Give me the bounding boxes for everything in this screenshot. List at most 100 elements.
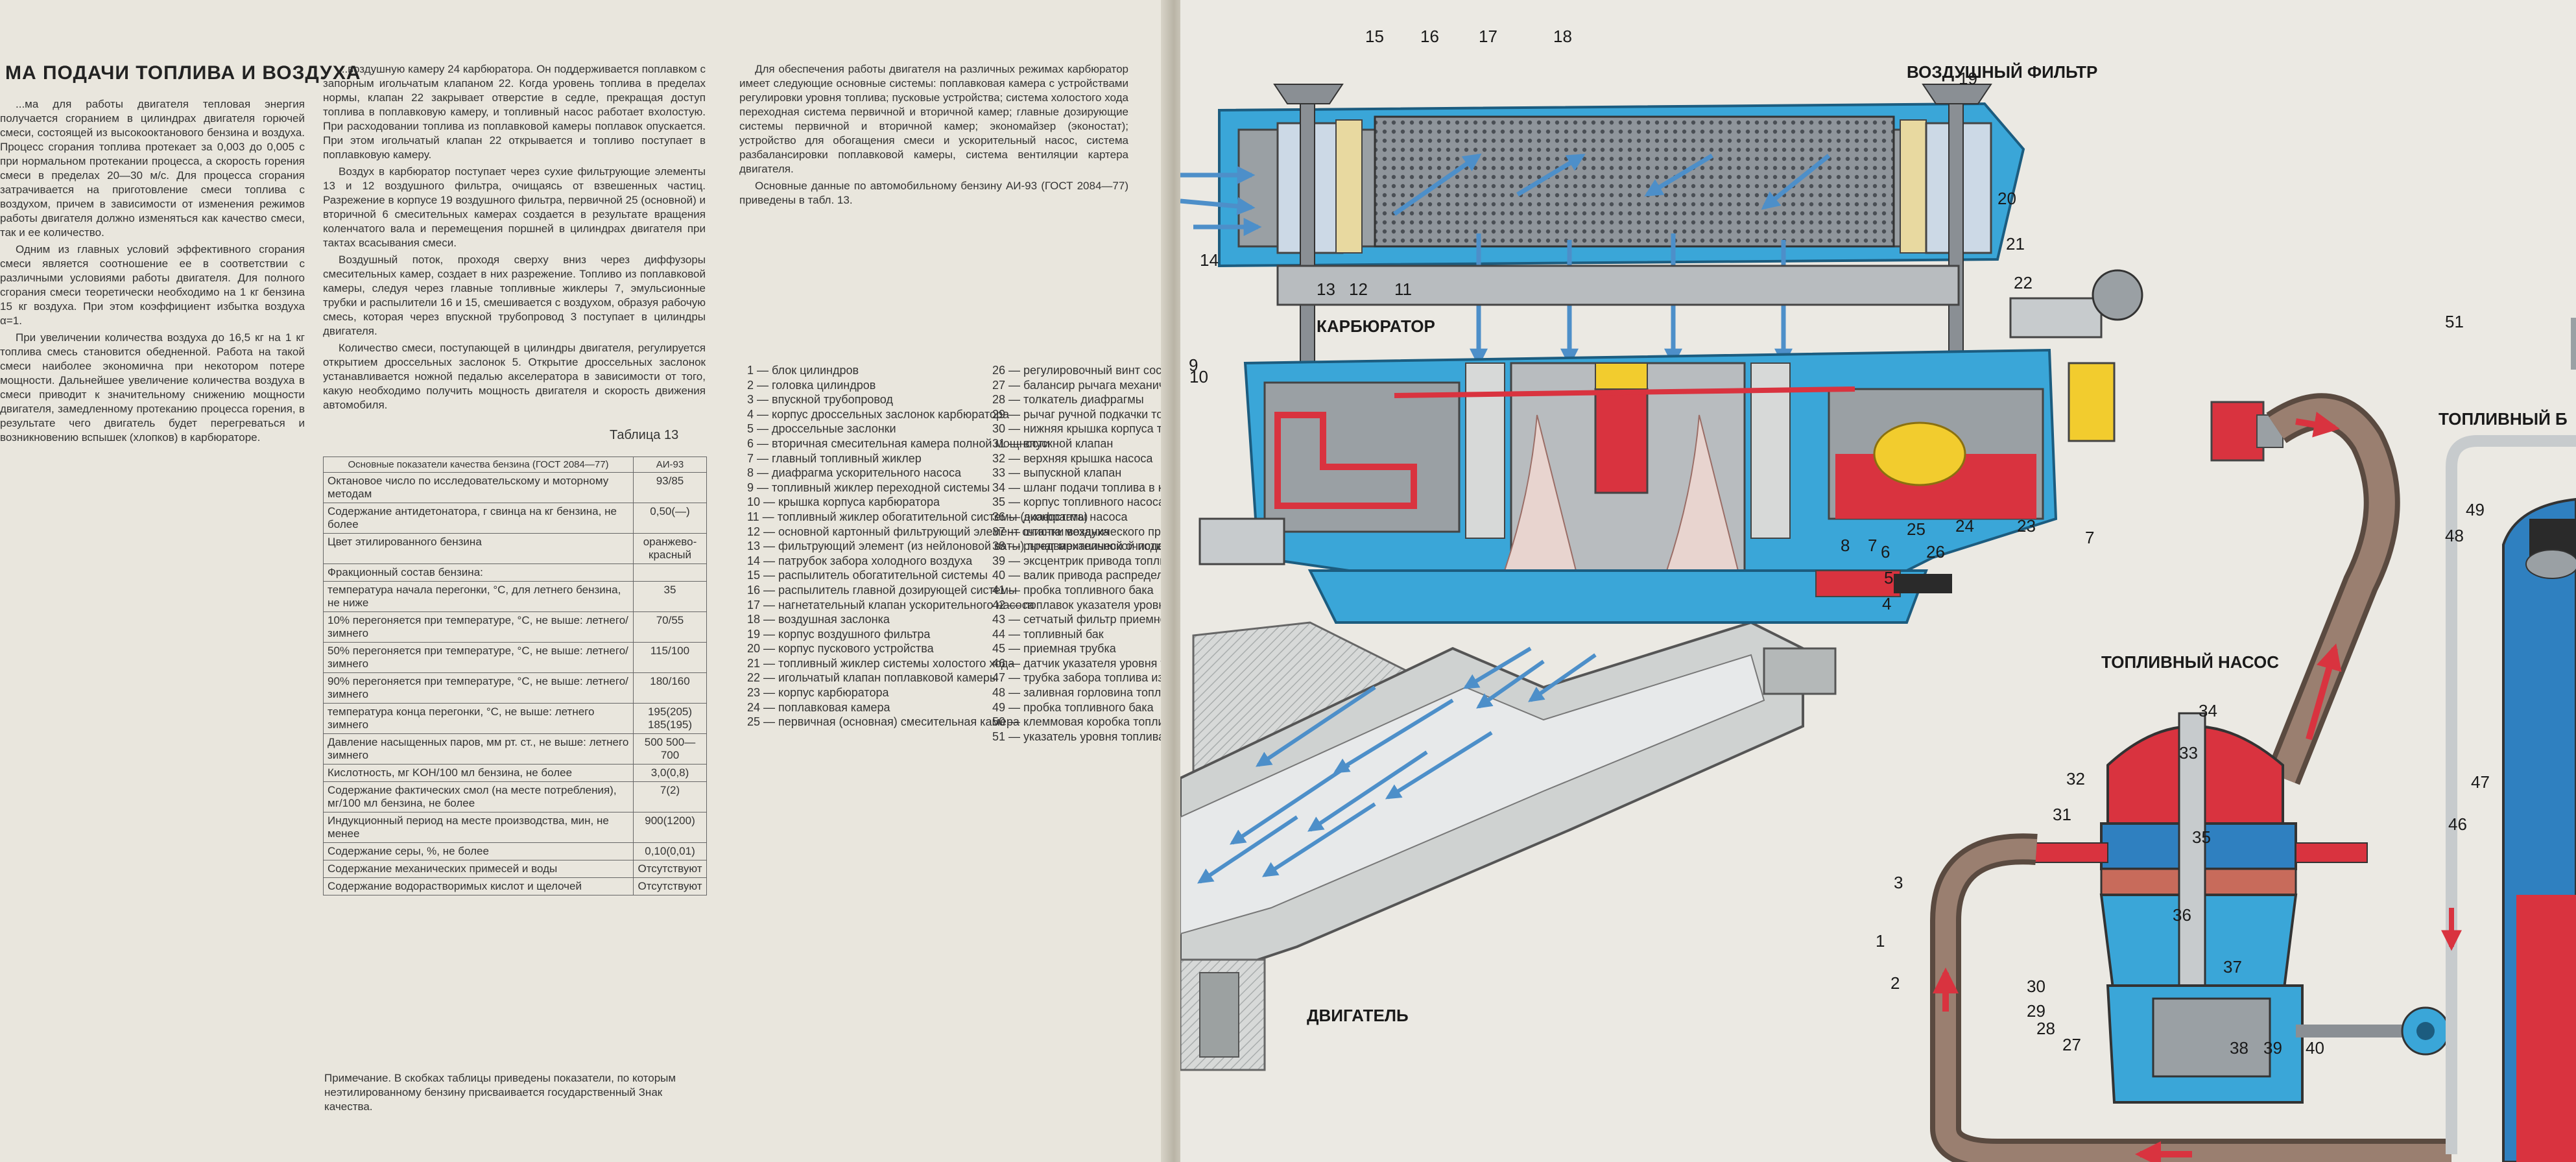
callout-16: 16 bbox=[1420, 27, 1439, 46]
legend-item: 28 — толкатель диафрагмы bbox=[992, 393, 1144, 407]
callout-48: 48 bbox=[2445, 526, 2464, 545]
table-cell-parameter: Цвет этилированного бензина bbox=[323, 533, 634, 564]
callout-9: 9 bbox=[1189, 355, 1198, 375]
legend-column-2: 26 — регулировочный винт состава смеси п… bbox=[992, 363, 1167, 744]
callout-51: 51 bbox=[2445, 312, 2464, 331]
paragraph: При увеличении количества воздуха до 16,… bbox=[0, 331, 305, 444]
legend-item: 36 — диафрагмы насоса bbox=[992, 510, 1128, 523]
text-column-2: ...воздушную камеру 24 карбюратора. Он п… bbox=[323, 62, 706, 415]
callout-4: 4 bbox=[1882, 594, 1891, 613]
table-cell-value: 70/55 bbox=[633, 611, 707, 643]
legend-item: 42 — поплавок указателя уровня топлива bbox=[992, 598, 1167, 611]
air-filter-housing bbox=[1218, 84, 2025, 383]
paragraph: Количество смеси, поступающей в цилиндры… bbox=[323, 342, 706, 411]
callout-34: 34 bbox=[2199, 701, 2217, 720]
legend-item: 48 — заливная горловина топливного бака bbox=[992, 686, 1167, 700]
paragraph: Для обеспечения работы двигателя на разл… bbox=[739, 63, 1128, 175]
legend-item: 45 — приемная трубка bbox=[992, 642, 1116, 656]
callout-20: 20 bbox=[1998, 189, 2016, 208]
table-cell-parameter: Содержание фактических смол (на месте по… bbox=[323, 781, 634, 812]
legend-item: 32 — верхняя крышка насоса bbox=[992, 451, 1153, 465]
callout-18: 18 bbox=[1553, 27, 1572, 46]
legend-item: 29 — рычаг ручной подкачки топлива bbox=[992, 407, 1167, 421]
table-row: Фракционный состав бензина: bbox=[323, 563, 707, 582]
callout-47: 47 bbox=[2471, 772, 2490, 792]
callout-27: 27 bbox=[2062, 1035, 2081, 1054]
legend-item: 11 — топливный жиклер обогатительной сис… bbox=[747, 510, 1088, 523]
fuel-hose-34 bbox=[2266, 393, 2400, 785]
legend-item: 31 — впускной клапан bbox=[992, 436, 1114, 450]
paragraph: Воздушный поток, проходя сверху вниз чер… bbox=[323, 254, 706, 337]
table-cell-parameter: Октановое число по исследовательскому и … bbox=[323, 472, 634, 503]
table-cell-parameter: Фракционный состав бензина: bbox=[323, 563, 634, 582]
legend-item: 46 — датчик указателя уровня топлива bbox=[992, 656, 1167, 670]
page-heading: МА ПОДАЧИ ТОПЛИВА И ВОЗДУХА bbox=[5, 62, 361, 84]
engine-block bbox=[1180, 621, 1837, 1071]
fuel-line-from-tank bbox=[1930, 435, 2576, 1162]
table-cell-value: Отсутствуют bbox=[633, 877, 707, 895]
table-row: Кислотность, мг KOH/100 мл бензина, не б… bbox=[323, 764, 707, 782]
table-cell-value: 3,0(0,8) bbox=[633, 764, 707, 782]
legend-item: 3 — впускной трубопровод bbox=[747, 393, 893, 407]
table-cell-value: 900(1200) bbox=[633, 812, 707, 843]
callout-29: 29 bbox=[2027, 1001, 2045, 1021]
callout-38: 38 bbox=[2230, 1038, 2248, 1058]
table-cell-parameter: Индукционный период на месте производств… bbox=[323, 812, 634, 843]
table-cell-value: 0,10(0,01) bbox=[633, 842, 707, 860]
starting-device bbox=[2009, 269, 2284, 462]
table-cell-parameter: Давление насыщенных паров, мм рт. ст., н… bbox=[323, 733, 634, 765]
callout-1: 1 bbox=[1876, 931, 1885, 951]
table-cell-value: 93/85 bbox=[633, 472, 707, 503]
legend-item: 5 — дроссельные заслонки bbox=[747, 422, 896, 436]
legend-item: 40 — валик привода распределителя-распре… bbox=[992, 569, 1167, 582]
callout-19: 19 bbox=[1959, 69, 1977, 88]
table-cell-parameter: 50% перегоняется при температуре, °С, не… bbox=[323, 642, 634, 673]
legend-item: 30 — нижняя крышка корпуса топливного на… bbox=[992, 422, 1167, 436]
table-cell-value: 35 bbox=[633, 581, 707, 612]
table-cell-value: 180/160 bbox=[633, 672, 707, 704]
legend-item: 18 — воздушная заслонка bbox=[747, 613, 890, 626]
callout-3: 3 bbox=[1894, 873, 1903, 892]
callout-36: 36 bbox=[2173, 905, 2191, 925]
callout-7: 7 bbox=[2085, 528, 2094, 547]
table-cell-parameter: Содержание водорастворимых кислот и щело… bbox=[323, 877, 634, 895]
table-row: 90% перегоняется при температуре, °С, не… bbox=[323, 672, 707, 704]
table-cell-value: 115/100 bbox=[633, 642, 707, 673]
legend-item: 1 — блок цилиндров bbox=[747, 364, 859, 377]
callout-5: 5 bbox=[1884, 568, 1893, 587]
left-page: МА ПОДАЧИ ТОПЛИВА И ВОЗДУХА ...ма для ра… bbox=[0, 0, 1167, 1162]
table-row: 10% перегоняется при температуре, °С, не… bbox=[323, 611, 707, 643]
legend-item: 33 — выпускной клапан bbox=[992, 466, 1122, 480]
table-cell-parameter: 10% перегоняется при температуре, °С, не… bbox=[323, 611, 634, 643]
legend-item: 20 — корпус пускового устройства bbox=[747, 642, 934, 656]
legend-item: 8 — диафрагма ускорительного насоса bbox=[747, 466, 961, 480]
table-cell-parameter: Содержание механических примесей и воды bbox=[323, 860, 634, 878]
legend-item: 50 — клеммовая коробка топливного bbox=[992, 715, 1167, 729]
table-row: Содержание фактических смол (на месте по… bbox=[323, 781, 707, 812]
callout-14: 14 bbox=[1200, 250, 1219, 270]
legend-item: 35 — корпус топливного насоса bbox=[992, 495, 1165, 509]
legend-item: 22 — игольчатый клапан поплавковой камер… bbox=[747, 671, 998, 685]
callout-26: 26 bbox=[1926, 542, 1945, 562]
table-cell-parameter: температура конца перегонки, °С, не выше… bbox=[323, 703, 634, 734]
legend-item: 41 — пробка топливного бака bbox=[992, 583, 1154, 597]
callout-35: 35 bbox=[2192, 827, 2211, 847]
legend-item: 15 — распылитель обогатительной системы bbox=[747, 569, 988, 582]
legend-item: 49 — пробка топливного бака bbox=[992, 700, 1154, 714]
paragraph: Основные данные по автомобильному бензин… bbox=[739, 180, 1128, 206]
table-row: температура конца перегонки, °С, не выше… bbox=[323, 703, 707, 734]
callout-24: 24 bbox=[1955, 516, 1974, 536]
legend-item: 24 — поплавковая камера bbox=[747, 700, 890, 714]
table-row: Содержание антидетонатора, г свинца на к… bbox=[323, 503, 707, 534]
table-cell-parameter: Кислотность, мг KOH/100 мл бензина, не б… bbox=[323, 764, 634, 782]
paragraph: ...ма для работы двигателя тепловая энер… bbox=[0, 98, 305, 239]
callout-30: 30 bbox=[2027, 977, 2045, 996]
table-row: Давление насыщенных паров, мм рт. ст., н… bbox=[323, 733, 707, 765]
label-fuel-tank: ТОПЛИВНЫЙ Б bbox=[2439, 409, 2568, 429]
legend-item: 21 — топливный жиклер системы холостого … bbox=[747, 656, 1015, 670]
legend-item: 51 — указатель уровня топлива в баке bbox=[992, 729, 1167, 743]
label-air-filter: ВОЗДУШНЫЙ ФИЛЬТР bbox=[1907, 62, 2097, 82]
